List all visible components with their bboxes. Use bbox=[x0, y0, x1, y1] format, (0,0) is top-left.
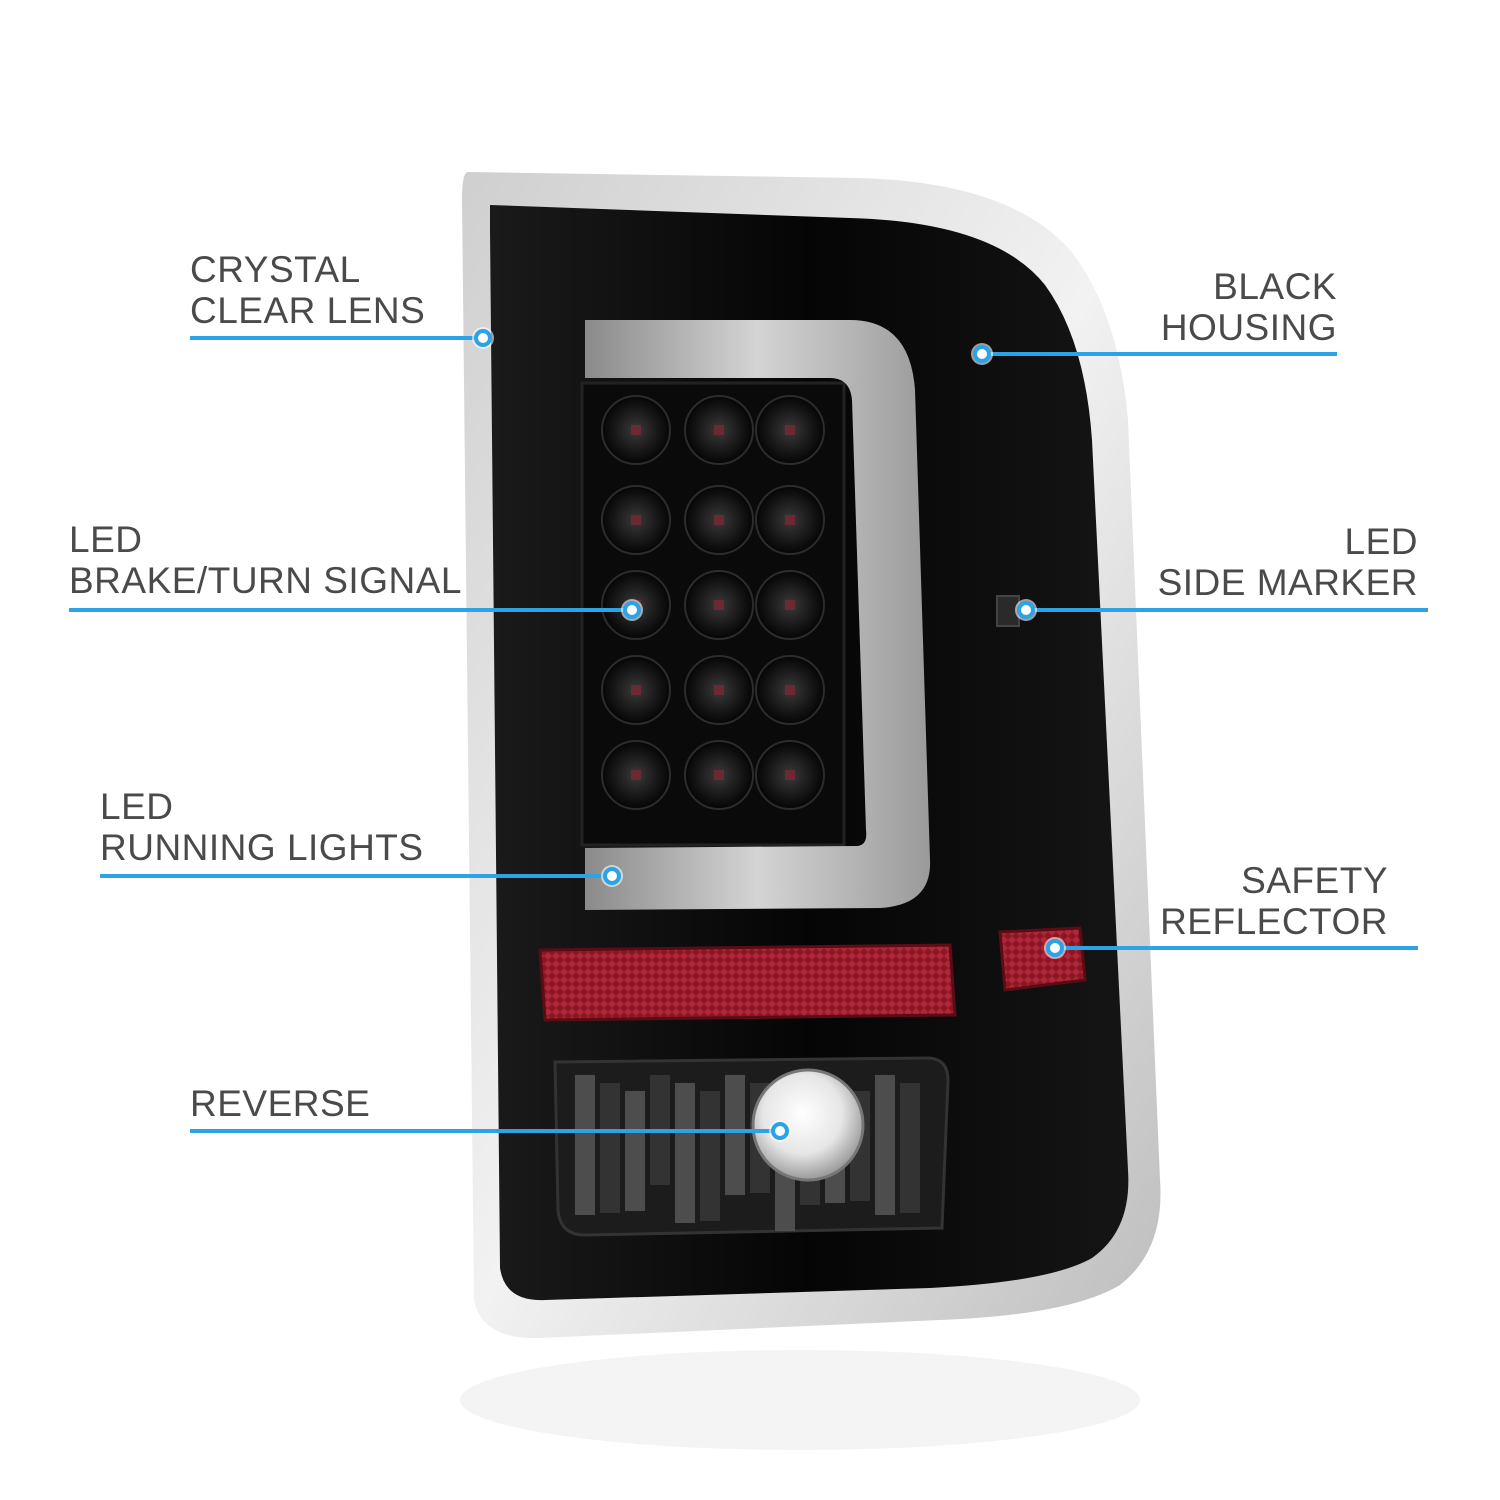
led-chip bbox=[785, 770, 795, 780]
reverse-facet bbox=[675, 1083, 695, 1223]
led-chip bbox=[785, 600, 795, 610]
led-chip bbox=[714, 425, 724, 435]
label-line: BLACK bbox=[1213, 266, 1337, 307]
label-reverse: REVERSE bbox=[190, 1083, 370, 1124]
reverse-facet bbox=[725, 1075, 745, 1195]
running-light-tube bbox=[585, 320, 931, 910]
leader-safety-reflector bbox=[1055, 946, 1418, 950]
reverse-facet bbox=[625, 1091, 645, 1211]
marker-led-brake-turn-signal[interactable] bbox=[623, 601, 641, 619]
leader-crystal-clear-lens bbox=[190, 336, 482, 340]
reverse-facet bbox=[875, 1075, 895, 1215]
label-led-running-lights: LED RUNNING LIGHTS bbox=[100, 786, 424, 868]
reverse-bulb-shape bbox=[751, 1068, 865, 1182]
marker-led-side-marker[interactable] bbox=[1017, 601, 1035, 619]
side-marker-shape bbox=[996, 595, 1020, 627]
led-chip bbox=[631, 515, 641, 525]
label-line: SIDE MARKER bbox=[1157, 562, 1418, 603]
label-led-side-marker: LED SIDE MARKER bbox=[1158, 521, 1418, 603]
label-line: HOUSING bbox=[1160, 307, 1337, 348]
marker-safety-reflector[interactable] bbox=[1046, 939, 1064, 957]
leader-led-side-marker bbox=[1025, 608, 1428, 612]
marker-black-housing[interactable] bbox=[973, 345, 991, 363]
label-line: REVERSE bbox=[190, 1083, 371, 1124]
marker-led-running-lights[interactable] bbox=[603, 867, 621, 885]
label-line: LED bbox=[100, 786, 174, 827]
label-led-brake-turn-signal: LED BRAKE/TURN SIGNAL bbox=[69, 519, 462, 601]
leader-led-running-lights bbox=[100, 874, 612, 878]
label-line: SAFETY bbox=[1241, 860, 1388, 901]
led-grid bbox=[601, 395, 825, 810]
reverse-facet bbox=[700, 1091, 720, 1221]
label-line: LED bbox=[1344, 521, 1418, 562]
main-reflector-shape bbox=[538, 943, 957, 1022]
reverse-facet bbox=[900, 1083, 920, 1213]
leader-black-housing bbox=[982, 352, 1337, 356]
label-line: LED bbox=[69, 519, 143, 560]
label-line: CRYSTAL bbox=[190, 249, 361, 290]
led-chip bbox=[631, 685, 641, 695]
leader-led-brake-turn-signal bbox=[69, 608, 631, 612]
label-black-housing: BLACK HOUSING bbox=[1161, 266, 1337, 348]
led-chip bbox=[631, 770, 641, 780]
reverse-facet bbox=[600, 1083, 620, 1213]
leader-reverse bbox=[190, 1129, 780, 1133]
led-chip bbox=[785, 425, 795, 435]
side-reflector-shape bbox=[998, 926, 1087, 992]
label-line: BRAKE/TURN SIGNAL bbox=[69, 560, 462, 601]
label-line: REFLECTOR bbox=[1160, 901, 1388, 942]
led-chip bbox=[714, 770, 724, 780]
label-line: CLEAR LENS bbox=[190, 290, 426, 331]
led-chip bbox=[714, 515, 724, 525]
led-chip bbox=[631, 425, 641, 435]
label-safety-reflector: SAFETY REFLECTOR bbox=[1160, 860, 1388, 942]
led-chip bbox=[785, 515, 795, 525]
led-chip bbox=[714, 600, 724, 610]
led-chip bbox=[785, 685, 795, 695]
floor-reflection bbox=[460, 1350, 1140, 1450]
label-line: RUNNING LIGHTS bbox=[100, 827, 424, 868]
label-crystal-clear-lens: CRYSTAL CLEAR LENS bbox=[190, 249, 425, 331]
reverse-facet bbox=[575, 1075, 595, 1215]
marker-crystal-clear-lens[interactable] bbox=[474, 329, 492, 347]
marker-reverse[interactable] bbox=[771, 1122, 789, 1140]
led-chip bbox=[714, 685, 724, 695]
